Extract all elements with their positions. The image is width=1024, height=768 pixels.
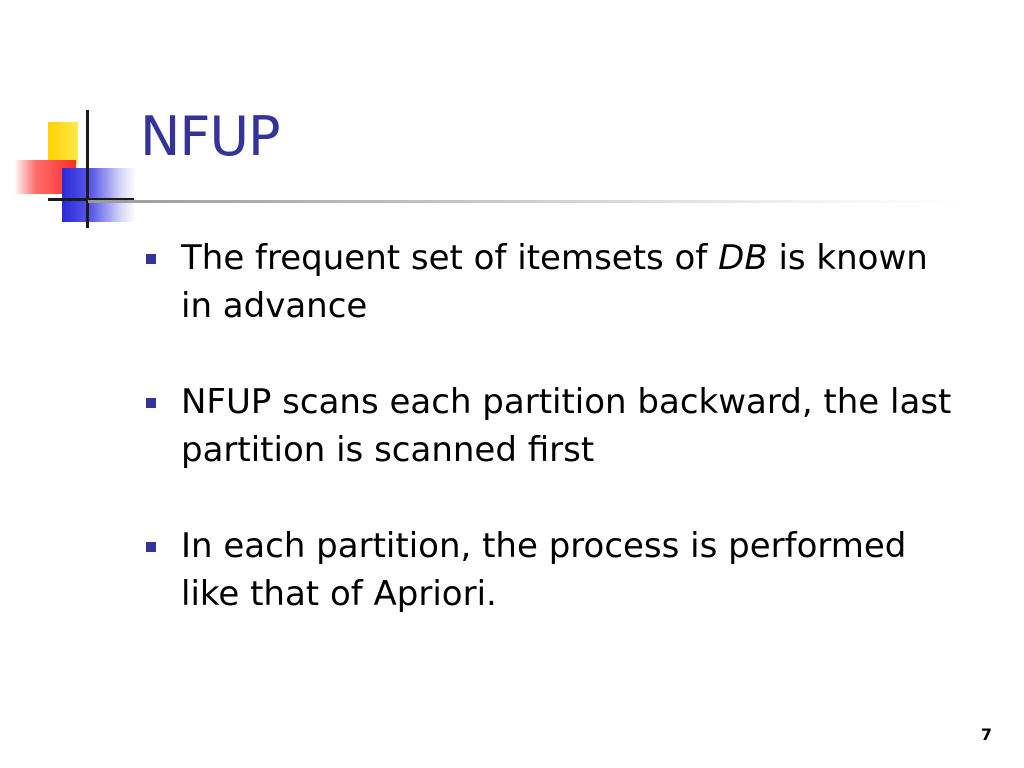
- logo-blue-square: [62, 168, 136, 222]
- bullet-emphasis: DB: [718, 238, 768, 278]
- logo-vertical-line: [86, 110, 89, 228]
- bullet-item: The frequent set of itemsets of DB is kn…: [144, 234, 964, 330]
- bullet-text: The frequent set of itemsets of DB is kn…: [181, 238, 928, 326]
- title-underline: [88, 200, 968, 203]
- page-number: 7: [980, 725, 992, 744]
- logo-horizontal-line: [48, 198, 134, 201]
- slide-title: NFUP: [140, 105, 281, 168]
- logo-yellow-square: [48, 122, 78, 164]
- bullet-item: In each partition, the process is perfor…: [144, 522, 964, 618]
- bullet-square-icon: [146, 398, 156, 408]
- slide-logo-decoration: [0, 0, 150, 240]
- bullet-list: The frequent set of itemsets of DB is kn…: [144, 234, 964, 666]
- bullet-square-icon: [146, 542, 156, 552]
- bullet-text: In each partition, the process is perfor…: [181, 526, 907, 614]
- bullet-square-icon: [146, 254, 156, 264]
- bullet-text: NFUP scans each partition backward, the …: [181, 382, 952, 470]
- bullet-item: NFUP scans each partition backward, the …: [144, 378, 964, 474]
